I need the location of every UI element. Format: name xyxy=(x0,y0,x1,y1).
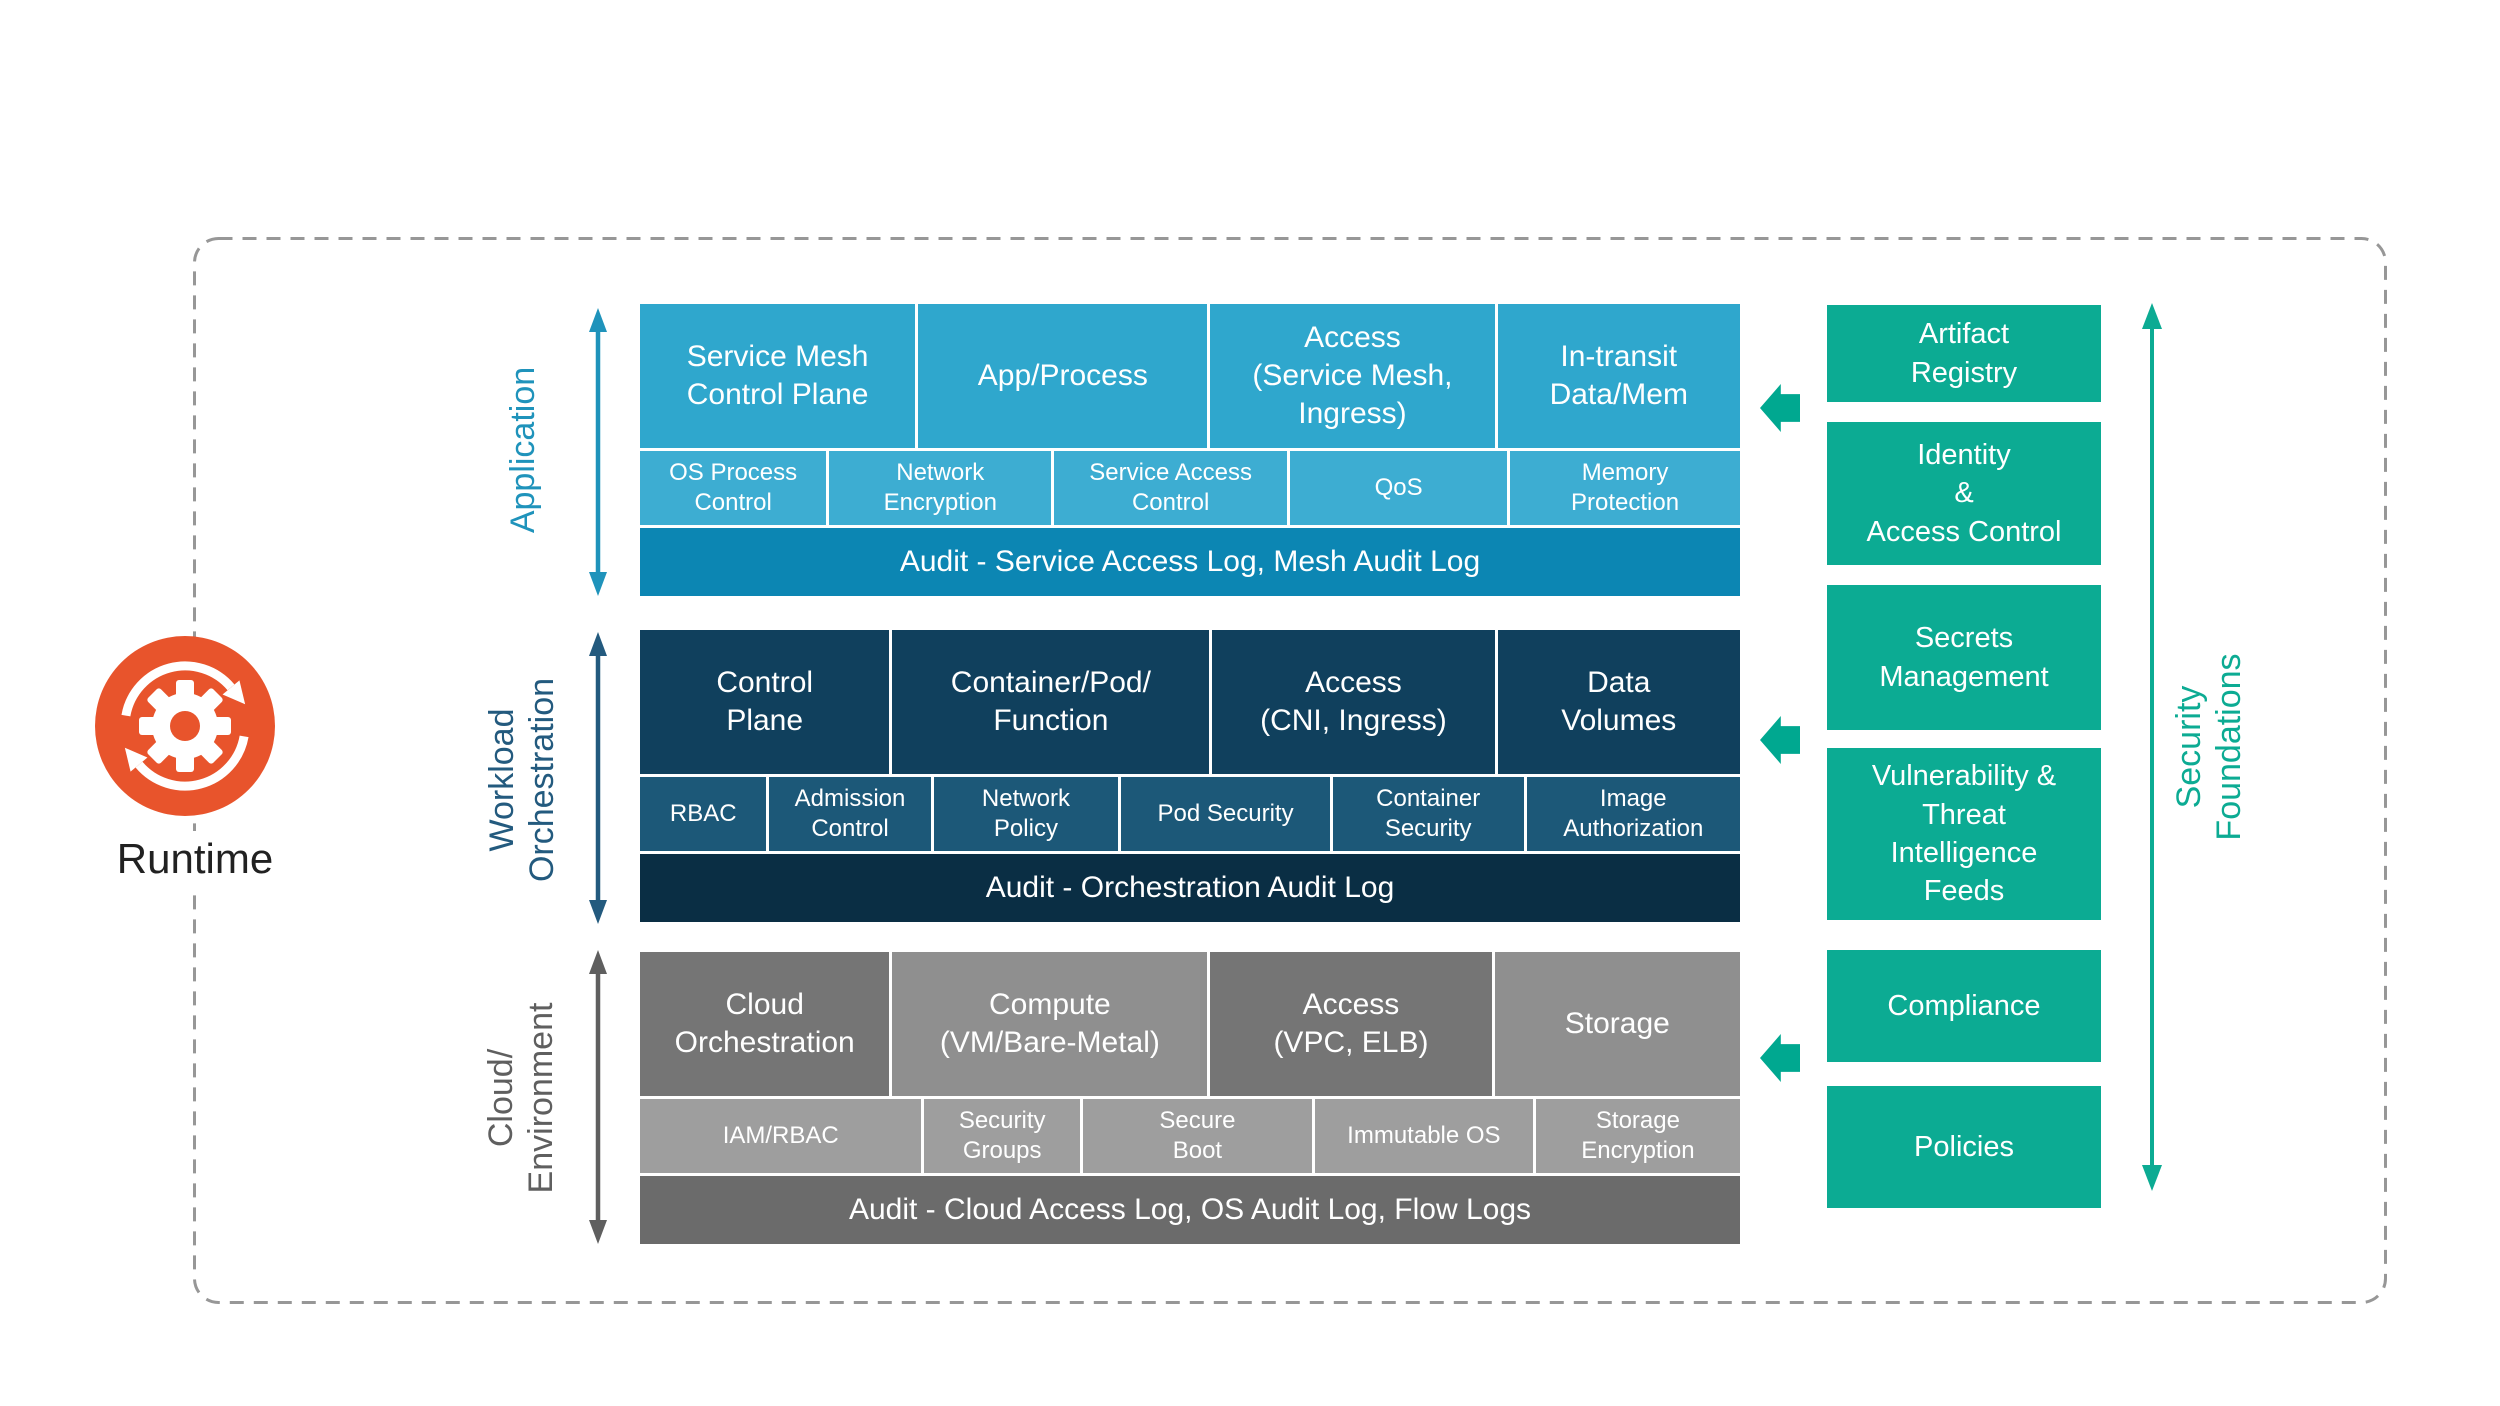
control-os-process-control: OS Process Control xyxy=(640,451,827,525)
block-compute-vm-bare-metal: Compute (VM/Bare-Metal) xyxy=(892,952,1208,1096)
control-pod-security: Pod Security xyxy=(1121,777,1330,851)
control-security-groups: Security Groups xyxy=(924,1099,1080,1173)
application-main-blocks: Service Mesh Control Plane App/Process A… xyxy=(640,304,1740,448)
block-access-service-mesh-ingress: Access (Service Mesh, Ingress) xyxy=(1210,304,1495,448)
control-memory-protection: Memory Protection xyxy=(1510,451,1740,525)
foundation-compliance: Compliance xyxy=(1827,950,2101,1062)
application-span-arrow-icon xyxy=(589,308,607,596)
control-iam-rbac: IAM/RBAC xyxy=(640,1099,922,1173)
workload-control-blocks: RBAC Admission Control Network Policy Po… xyxy=(640,777,1740,851)
block-app-process: App/Process xyxy=(918,304,1208,448)
foundation-vulnerability-threat-intelligence-feeds: Vulnerability & Threat Intelligence Feed… xyxy=(1827,748,2101,920)
control-admission-control: Admission Control xyxy=(769,777,931,851)
runtime-label: Runtime xyxy=(85,831,305,887)
security-foundations-span-arrow-icon xyxy=(2142,303,2162,1191)
block-container-pod-function: Container/Pod/ Function xyxy=(892,630,1210,774)
application-control-blocks: OS Process Control Network Encryption Se… xyxy=(640,451,1740,525)
control-network-encryption: Network Encryption xyxy=(829,451,1052,525)
block-cloud-orchestration: Cloud Orchestration xyxy=(640,952,890,1096)
control-rbac: RBAC xyxy=(640,777,767,851)
layer-cloud-environment: Cloud Orchestration Compute (VM/Bare-Met… xyxy=(640,952,1740,1244)
control-network-policy: Network Policy xyxy=(933,777,1119,851)
block-service-mesh-control-plane: Service Mesh Control Plane xyxy=(640,304,916,448)
block-storage: Storage xyxy=(1494,952,1740,1096)
block-data-volumes: Data Volumes xyxy=(1497,630,1740,774)
foundation-identity-access-control: Identity & Access Control xyxy=(1827,422,2101,565)
control-qos: QoS xyxy=(1290,451,1508,525)
workload-main-blocks: Control Plane Container/Pod/ Function Ac… xyxy=(640,630,1740,774)
cloud-control-blocks: IAM/RBAC Security Groups Secure Boot Imm… xyxy=(640,1099,1740,1173)
control-image-authorization: Image Authorization xyxy=(1526,777,1740,851)
layer-application: Service Mesh Control Plane App/Process A… xyxy=(640,304,1740,596)
foundation-secrets-management: Secrets Management xyxy=(1827,585,2101,730)
foundation-artifact-registry: Artifact Registry xyxy=(1827,305,2101,402)
workload-audit-bar: Audit - Orchestration Audit Log xyxy=(640,854,1740,922)
block-in-transit-data-mem: In-transit Data/Mem xyxy=(1497,304,1740,448)
block-access-vpc-elb: Access (VPC, ELB) xyxy=(1210,952,1492,1096)
foundation-policies: Policies xyxy=(1827,1086,2101,1208)
application-audit-bar: Audit - Service Access Log, Mesh Audit L… xyxy=(640,528,1740,596)
control-service-access-control: Service Access Control xyxy=(1054,451,1288,525)
block-access-cni-ingress: Access (CNI, Ingress) xyxy=(1212,630,1495,774)
control-secure-boot: Secure Boot xyxy=(1082,1099,1312,1173)
block-control-plane: Control Plane xyxy=(640,630,890,774)
workload-span-arrow-icon xyxy=(589,632,607,924)
control-storage-encryption: Storage Encryption xyxy=(1535,1099,1740,1173)
cloud-span-arrow-icon xyxy=(589,950,607,1244)
dashed-boundary-box xyxy=(193,237,2387,1304)
control-immutable-os: Immutable OS xyxy=(1314,1099,1533,1173)
control-container-security: Container Security xyxy=(1332,777,1524,851)
cloud-main-blocks: Cloud Orchestration Compute (VM/Bare-Met… xyxy=(640,952,1740,1096)
layer-workload-orchestration: Control Plane Container/Pod/ Function Ac… xyxy=(640,630,1740,922)
cloud-audit-bar: Audit - Cloud Access Log, OS Audit Log, … xyxy=(640,1176,1740,1244)
runtime-sync-gear-icon xyxy=(95,636,275,816)
